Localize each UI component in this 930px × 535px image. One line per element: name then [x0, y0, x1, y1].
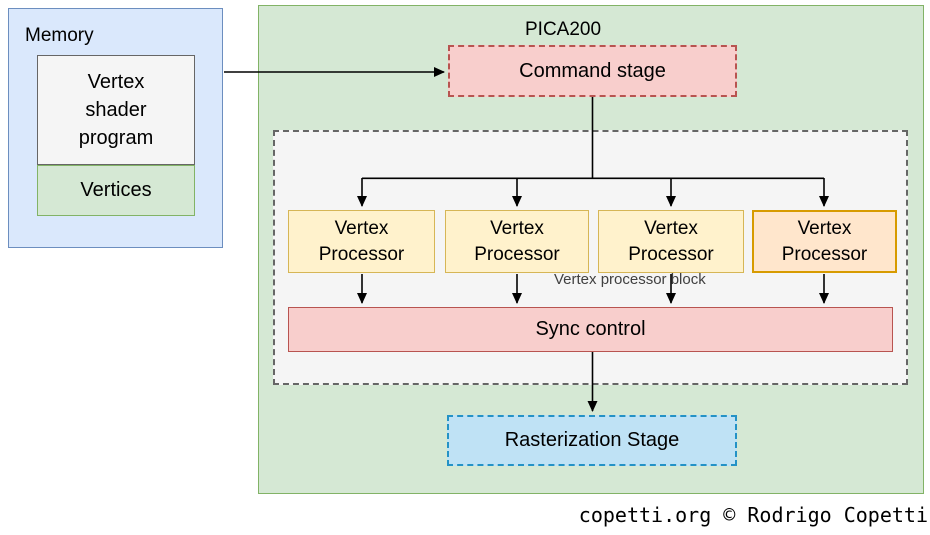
vertex-processor-box-4: Vertex Processor [752, 210, 897, 273]
credit-text: copetti.org © Rodrigo Copetti [578, 503, 928, 527]
vertex-processor-box-2: Vertex Processor [445, 210, 589, 273]
pica200-label: PICA200 [525, 19, 602, 40]
vertex-processor-block-label: Vertex processor block [554, 271, 706, 288]
vertex-shader-program-box: Vertex shader program [37, 55, 195, 165]
rasterization-stage-box: Rasterization Stage [447, 415, 737, 466]
memory-label: Memory [25, 25, 94, 46]
vertices-box: Vertices [37, 165, 195, 216]
vertex-processor-box-3: Vertex Processor [598, 210, 744, 273]
sync-control-box: Sync control [288, 307, 893, 352]
command-stage-box: Command stage [448, 45, 737, 97]
vertex-processor-box-1: Vertex Processor [288, 210, 435, 273]
